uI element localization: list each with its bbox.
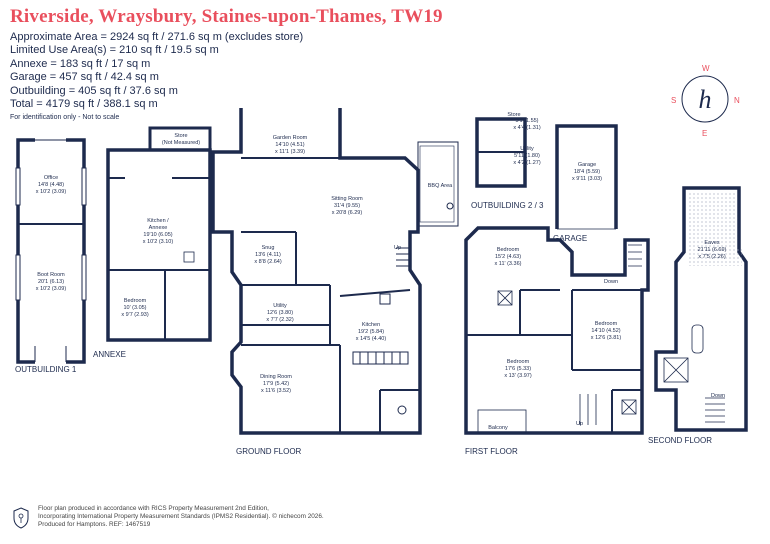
room-sitting-dim2: x 20'8 (6.29) xyxy=(332,210,363,216)
room-kitchen-g-dim2: x 14'5 (4.40) xyxy=(356,336,387,342)
compass-n: N xyxy=(734,96,740,105)
room-store-ob-name: Store xyxy=(507,112,520,118)
plan-title: Riverside, Wraysbury, Staines-upon-Thame… xyxy=(10,6,443,27)
room-kitchen-g-dim1: 19'2 (5.84) xyxy=(358,329,384,335)
room-dining-dim1: 17'9 (5.42) xyxy=(263,381,289,387)
room-bootroom-name: Boot Room xyxy=(37,272,65,278)
room-utility-ob-name: Utility xyxy=(520,146,534,152)
room-bedroom-annexe-dim2: x 9'7 (2.93) xyxy=(121,312,149,318)
room-kitchen-annexe-dim1: 19'10 (6.05) xyxy=(143,232,172,238)
room-utility-g-dim1: 12'6 (3.80) xyxy=(267,310,293,316)
compass-s: S xyxy=(671,96,676,105)
area-line: Garage = 457 sq ft / 42.4 sq m xyxy=(10,71,159,84)
room-garden-name: Garden Room xyxy=(273,135,308,141)
room-garden-dim2: x 11'1 (3.39) xyxy=(275,149,305,155)
annexe-plan xyxy=(106,126,212,342)
label-balcony: Balcony xyxy=(488,425,508,431)
room-eaves-name: Eaves xyxy=(704,240,720,246)
room-utility-ob-dim2: x 4'2 (1.27) xyxy=(513,160,541,166)
room-garage-name: Garage xyxy=(578,162,596,168)
room-office-dim1: 14'8 (4.48) xyxy=(38,182,64,188)
room-bootroom-dim2: x 10'2 (3.09) xyxy=(36,286,67,292)
compass-logo: h xyxy=(699,85,712,114)
room-office-dim2: x 10'2 (3.09) xyxy=(36,189,67,195)
area-line: Outbuilding = 405 sq ft / 37.6 sq m xyxy=(10,84,178,97)
label-down-first: Down xyxy=(604,279,618,285)
room-utility-g-name: Utility xyxy=(273,303,287,309)
first-floor-plan xyxy=(464,226,650,435)
room-snug-name: Snug xyxy=(262,245,275,251)
room-bbq-name: BBQ Area xyxy=(428,183,453,189)
room-snug-dim2: x 8'8 (2.64) xyxy=(254,259,282,265)
compass-icon: h N E S W xyxy=(671,64,740,138)
section-ground-floor: GROUND FLOOR xyxy=(236,447,302,456)
room-eaves-dim2: x 7'5 (2.26) xyxy=(698,254,726,260)
compass-e: E xyxy=(702,129,707,138)
room-store-ob-dim1: 5'1 (1.55) xyxy=(515,118,538,124)
room-bedroom-f2-dim2: x 12'6 (3.81) xyxy=(591,335,622,341)
section-first-floor: FIRST FLOOR xyxy=(465,447,518,456)
room-bootroom-dim1: 20'1 (6.13) xyxy=(38,279,64,285)
room-bedroom-f1-dim1: 15'2 (4.63) xyxy=(495,254,521,260)
room-eaves-dim1: 21'11 (6.69) xyxy=(698,247,727,253)
room-utility-g-dim2: x 7'7 (2.32) xyxy=(266,317,294,323)
label-down-second: Down xyxy=(711,393,725,399)
section-second-floor: SECOND FLOOR xyxy=(648,436,712,445)
outbuilding-2-3-plan xyxy=(475,117,527,188)
garage-plan xyxy=(555,124,618,229)
room-kitchen-g-name: Kitchen xyxy=(362,322,380,328)
area-line: Limited Use Area(s) = 210 sq ft / 19.5 s… xyxy=(10,44,219,57)
room-garage-dim2: x 9'11 (3.03) xyxy=(572,176,602,182)
area-line: Total = 4179 sq ft / 388.1 sq m xyxy=(10,98,158,111)
room-kitchen-annexe-name2: Annexe xyxy=(149,225,168,231)
room-snug-dim1: 13'6 (4.11) xyxy=(255,252,281,258)
room-bedroom-f3-dim1: 17'6 (5.33) xyxy=(505,366,531,372)
footer-line: Floor plan produced in accordance with R… xyxy=(38,505,269,512)
footer-line: Incorporating International Property Mea… xyxy=(38,513,324,520)
section-outbuilding-2-3: OUTBUILDING 2 / 3 xyxy=(471,201,544,210)
room-sitting-dim1: 31'4 (9.55) xyxy=(334,203,360,209)
room-bedroom-f2-name: Bedroom xyxy=(595,321,618,327)
room-bedroom-f1-dim2: x 11' (3.36) xyxy=(495,261,522,267)
ground-floor-plan xyxy=(211,108,422,435)
area-line: Approximate Area = 2924 sq ft / 271.6 sq… xyxy=(10,31,304,43)
room-bedroom-annexe-name: Bedroom xyxy=(124,298,147,304)
footer-notes: Floor plan produced in accordance with R… xyxy=(38,505,324,529)
outbuilding-1-plan xyxy=(16,138,86,364)
room-bedroom-f1-name: Bedroom xyxy=(497,247,520,253)
label-up-first: Up xyxy=(576,421,583,427)
room-sitting-name: Sitting Room xyxy=(331,196,363,202)
compass-w: W xyxy=(702,64,710,73)
room-store-annexe-name: Store xyxy=(174,133,187,139)
room-kitchen-annexe-dim2: x 10'2 (3.10) xyxy=(143,239,174,245)
section-outbuilding-1: OUTBUILDING 1 xyxy=(15,365,77,374)
room-dining-dim2: x 11'6 (3.52) xyxy=(261,388,291,394)
room-store-ob-dim2: x 4'4 (1.31) xyxy=(513,125,541,131)
footer-line: Produced for Hamptons. REF: 1467519 xyxy=(38,521,151,528)
room-bedroom-f3-name: Bedroom xyxy=(507,359,530,365)
disclaimer-note: For identification only - Not to scale xyxy=(10,114,120,121)
label-up-ground: Up xyxy=(394,245,401,251)
area-summary: Approximate Area = 2924 sq ft / 271.6 sq… xyxy=(10,31,303,111)
room-bedroom-f2-dim1: 14'10 (4.52) xyxy=(591,328,620,334)
room-garden-dim1: 14'10 (4.51) xyxy=(275,142,304,148)
room-garage-dim1: 18'4 (5.59) xyxy=(574,169,600,175)
room-dining-name: Dining Room xyxy=(260,374,292,380)
room-office-name: Office xyxy=(44,175,58,181)
room-bedroom-annexe-dim1: 10' (3.05) xyxy=(123,305,146,311)
section-garage: GARAGE xyxy=(553,234,587,243)
room-bedroom-f3-dim2: x 13' (3.97) xyxy=(504,373,532,379)
room-kitchen-annexe-name1: Kitchen / xyxy=(147,218,169,224)
section-annexe: ANNEXE xyxy=(93,350,126,359)
rics-badge-icon xyxy=(13,507,29,529)
room-store-annexe-dim: (Not Measured) xyxy=(162,140,200,146)
room-utility-ob-dim1: 5'11 (1.80) xyxy=(514,153,540,159)
area-line: Annexe = 183 sq ft / 17 sq m xyxy=(10,57,151,70)
